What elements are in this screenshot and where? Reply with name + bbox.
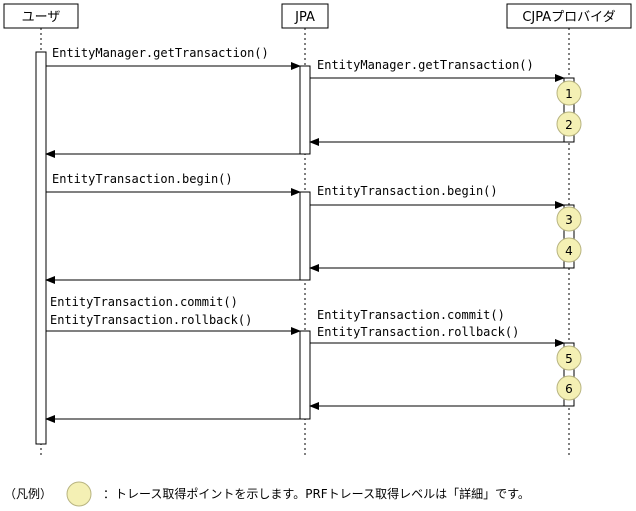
- legend-label: （凡例）: [4, 487, 52, 501]
- participant-user: ユーザ: [3, 3, 79, 29]
- trace-point-marker: [556, 111, 582, 137]
- message-label: EntityTransaction.begin(): [317, 184, 498, 198]
- activation-user: [35, 51, 47, 445]
- trace-point-number: 6: [565, 382, 573, 396]
- trace-point-number: 1: [565, 87, 573, 101]
- trace-point-marker: [556, 237, 582, 263]
- message-label: EntityTransaction.commit(): [50, 295, 238, 309]
- activation-provider-3: [563, 342, 575, 407]
- message-label: EntityTransaction.rollback(): [317, 325, 519, 339]
- trace-point-marker: [556, 80, 582, 106]
- legend-description: ：トレース取得ポイントを示します。PRFトレース取得レベルは「詳細」です。: [103, 486, 530, 501]
- message-label: EntityTransaction.commit(): [317, 308, 505, 322]
- trace-point-marker: [556, 206, 582, 232]
- call-group-commit-rollback: EntityTransaction.commit() EntityTransac…: [45, 295, 582, 423]
- activation-jpa-3: [299, 330, 311, 420]
- activation-provider-1: [563, 77, 575, 143]
- activation-provider-2: [563, 204, 575, 269]
- trace-point-marker: [556, 345, 582, 371]
- trace-point-number: 3: [565, 213, 573, 227]
- activation-jpa-1: [299, 65, 311, 155]
- trace-point-number: 4: [565, 244, 573, 258]
- legend-trace-point-marker: [66, 481, 92, 507]
- participant-provider: CJPAプロバイダ: [506, 3, 632, 29]
- participant-user-label: ユーザ: [22, 10, 61, 25]
- participant-jpa-label: JPA: [294, 10, 315, 25]
- message-label: EntityTransaction.rollback(): [50, 313, 252, 327]
- legend: （凡例） ：トレース取得ポイントを示します。PRFトレース取得レベルは「詳細」で…: [4, 481, 530, 507]
- call-group-get-transaction: EntityManager.getTransaction() EntityMan…: [45, 46, 582, 158]
- activation-jpa-2: [299, 191, 311, 281]
- trace-point-number: 2: [565, 118, 573, 132]
- message-label: EntityManager.getTransaction(): [317, 58, 534, 72]
- participant-provider-label: CJPAプロバイダ: [522, 10, 615, 25]
- message-label: EntityManager.getTransaction(): [52, 46, 269, 60]
- call-group-begin: EntityTransaction.begin() EntityTransact…: [45, 172, 582, 284]
- message-label: EntityTransaction.begin(): [52, 172, 233, 186]
- trace-point-number: 5: [565, 352, 573, 366]
- participant-jpa: JPA: [281, 3, 329, 29]
- trace-point-marker: [556, 375, 582, 401]
